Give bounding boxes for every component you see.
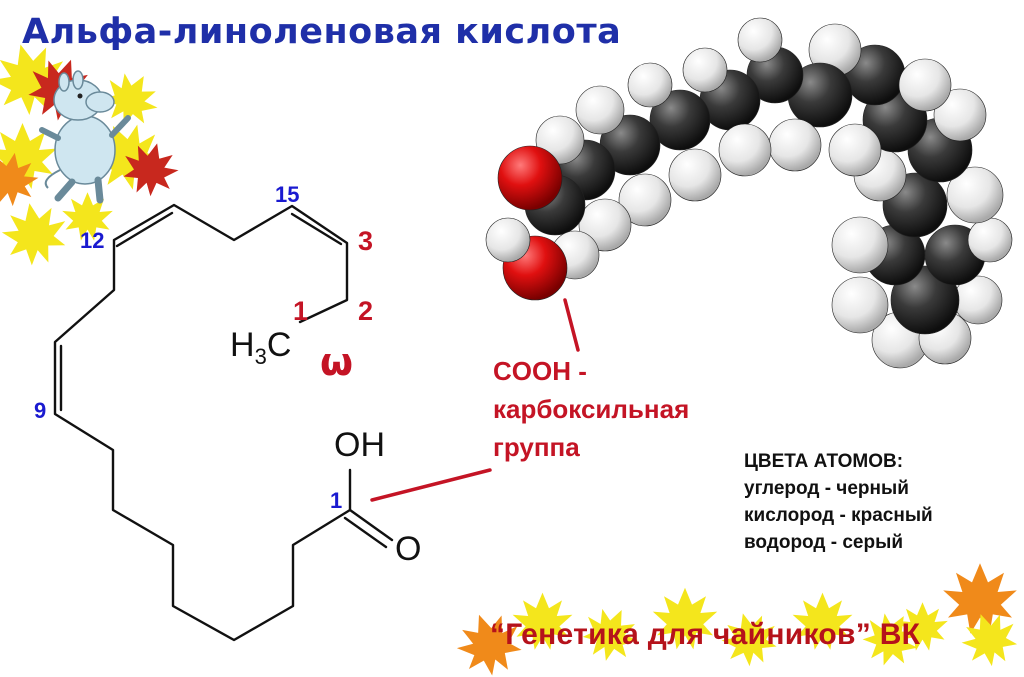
omega-carbon-2-number: 2 (358, 296, 374, 326)
hydroxyl-label: OH (334, 426, 385, 464)
carboxyl-line-1: COOH - (493, 356, 587, 386)
legend-hydrogen: водород - серый (744, 532, 904, 553)
delta-carbon-9-number: 9 (34, 398, 47, 423)
legend-heading: ЦВЕТА АТОМОВ: (744, 451, 904, 472)
space-filling-model (485, 17, 1013, 369)
carboxyl-group-label: COOH - карбоксильная группа (493, 352, 689, 466)
carboxyl-line-3: группа (493, 432, 580, 462)
legend-carbon: углерод - черный (744, 478, 909, 499)
atom-color-legend: ЦВЕТА АТОМОВ: углерод - черный кислород … (744, 448, 933, 556)
delta-carbon-15-number: 15 (275, 182, 300, 207)
carbonyl-oxygen-label: O (395, 530, 422, 568)
moomin-character-illustration (39, 70, 131, 204)
omega-carbon-3-number: 3 (358, 226, 374, 256)
delta-carbon-12-number: 12 (80, 228, 105, 253)
diagram-title: Альфа-линоленовая кислота (22, 12, 622, 52)
delta-carbon-1-number: 1 (330, 488, 343, 513)
skeletal-formula (53, 203, 580, 642)
omega-carbon-1-number: 1 (293, 296, 309, 326)
methyl-label: H3C (230, 326, 292, 369)
footer-credit: “Генетика для чайников” ВК (490, 618, 921, 651)
carboxyl-line-2: карбоксильная (493, 394, 690, 424)
legend-oxygen: кислород - красный (744, 505, 933, 526)
omega-symbol: ω (320, 340, 354, 384)
